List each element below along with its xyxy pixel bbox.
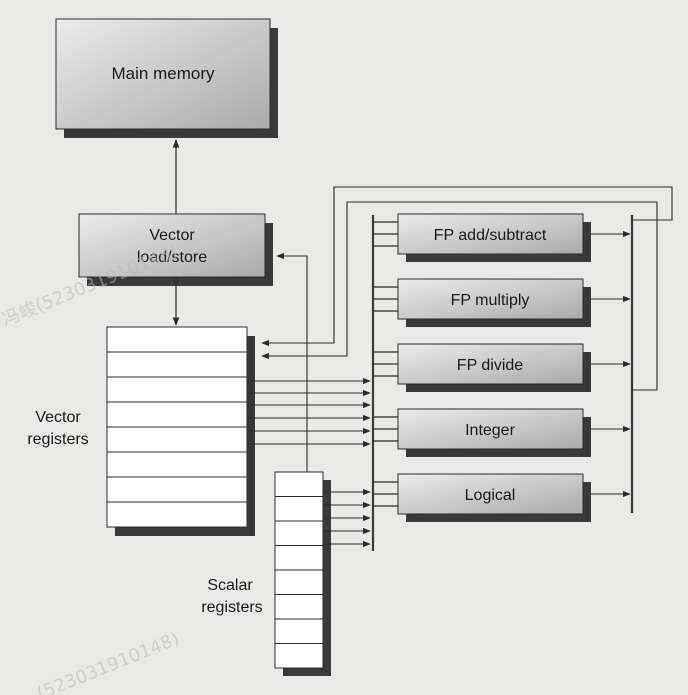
functional-unit-fp-divide: FP divide (397, 343, 631, 392)
functional-unit-label: FP add/subtract (434, 227, 547, 244)
main-memory-box: Main memory (55, 18, 278, 138)
vector-registers-label-line1: Vector (35, 409, 81, 426)
functional-unit-label: Logical (465, 487, 516, 504)
functional-unit-integer: Integer (397, 408, 631, 457)
functional-unit-box (397, 473, 584, 515)
vector-load-store-label-line1: Vector (149, 227, 195, 244)
scalar-register-to-crossbar-arrows (323, 488, 371, 548)
functional-unit-label: Integer (465, 422, 515, 439)
main-memory-label: Main memory (112, 64, 215, 83)
scalar-registers-label-line2: registers (201, 599, 262, 616)
vector-load-store-box: Vector load/store (78, 213, 273, 286)
functional-unit-box (397, 278, 584, 320)
functional-unit-box (397, 343, 584, 385)
vector-load-store-label-line2: load/store (137, 249, 207, 266)
scalar-registers-label-line1: Scalar (207, 577, 253, 594)
functional-unit-label: FP multiply (451, 292, 530, 309)
scalar-registers-block (274, 471, 331, 676)
functional-unit-label: FP divide (457, 357, 524, 374)
watermark-lower: (523031910148) (34, 628, 182, 695)
vector-register-to-crossbar-arrows (247, 377, 371, 448)
vector-registers-block (106, 326, 255, 536)
vector-registers-label-line2: registers (27, 431, 88, 448)
functional-unit-box (397, 408, 584, 450)
feedback-path-inner (261, 201, 658, 391)
functional-unit-logical: Logical (397, 473, 631, 522)
functional-unit-box (397, 213, 584, 255)
arrow-scalar-to-load-store (276, 252, 308, 472)
feedback-path-outer (261, 186, 673, 347)
functional-unit-fp-multiply: FP multiply (397, 278, 631, 327)
functional-unit-fp-add-subtract: FP add/subtract (397, 213, 631, 262)
